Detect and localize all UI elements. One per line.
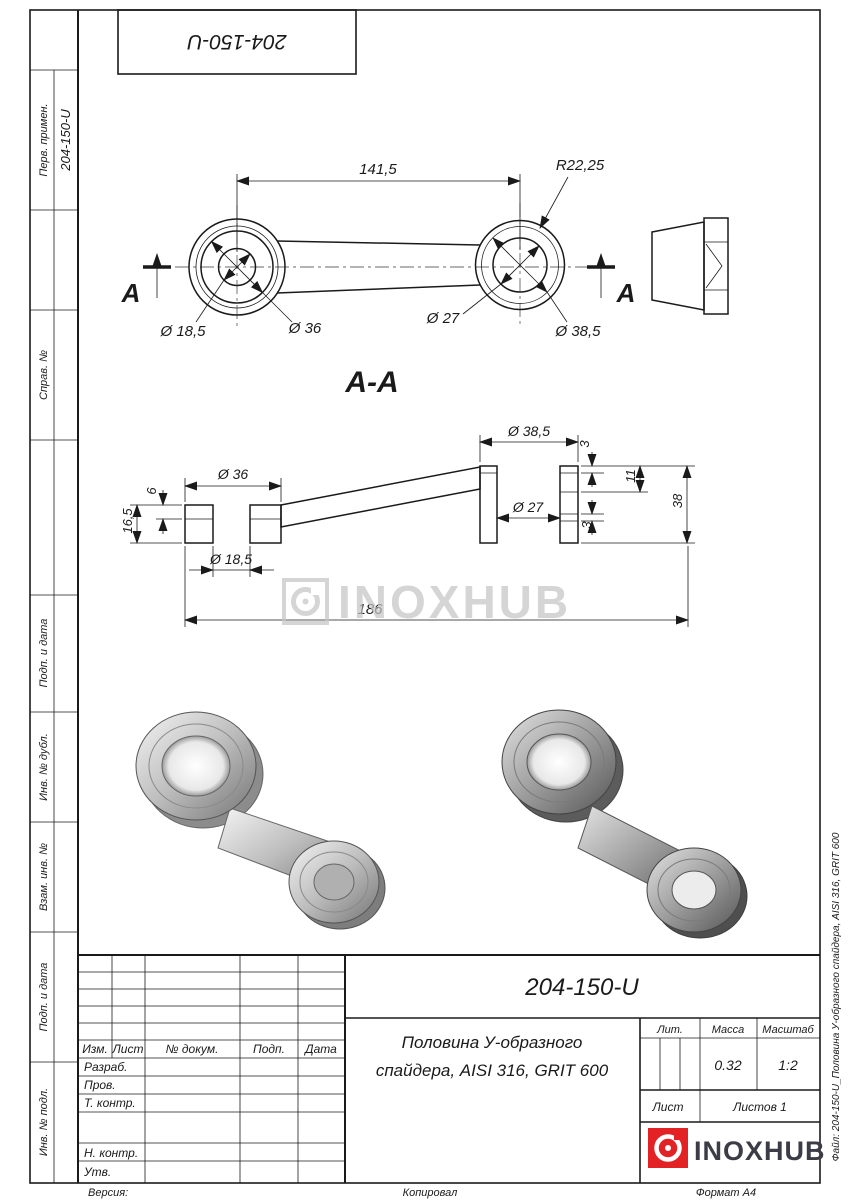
staff-prov: Пров. bbox=[84, 1078, 116, 1092]
file-name-vertical: Файл: 204-150-U_Половина У-образного спа… bbox=[830, 832, 842, 1161]
tb-scale-value: 1:2 bbox=[778, 1057, 798, 1073]
footer-copied: Копировал bbox=[403, 1187, 458, 1199]
dim-h38: 38 bbox=[670, 493, 685, 508]
dim-d385-plan: Ø 38,5 bbox=[554, 323, 601, 340]
label-podp-data-2: Подп. и дата bbox=[38, 963, 50, 1032]
header-doc: № докум. bbox=[166, 1042, 219, 1056]
label-inv-podl: Инв. № подл. bbox=[38, 1088, 50, 1156]
side-view bbox=[651, 217, 729, 315]
dim-d36-section: Ø 36 bbox=[217, 466, 249, 482]
tb-scale-label: Масштаб bbox=[762, 1024, 814, 1036]
footer-version: Версия: bbox=[88, 1187, 128, 1199]
dim-t3-bottom: 3 bbox=[579, 521, 594, 529]
section-title: А-А bbox=[344, 366, 398, 399]
label-inv-dubl: Инв. № дубл. bbox=[38, 733, 50, 801]
dim-radius: R22,25 bbox=[556, 157, 605, 174]
header-izm: Изм. bbox=[82, 1042, 108, 1056]
label-sprav-no: Справ. № bbox=[38, 350, 50, 400]
tb-mass-value: 0.32 bbox=[714, 1057, 741, 1073]
dim-d185-plan: Ø 18,5 bbox=[159, 323, 206, 340]
tb-sheets-label: Листов 1 bbox=[732, 1100, 787, 1114]
dim-d185-section: Ø 18,5 bbox=[209, 551, 252, 567]
section-view: Ø 36 6 16,5 Ø 38,5 3 11 38 Ø 27 bbox=[120, 423, 695, 627]
plan-view: 141,5 R22,25 А А Ø 18,5 Ø 36 Ø 27 Ø 38,5 bbox=[121, 157, 636, 340]
render-left bbox=[135, 711, 386, 930]
margin-labels: Перв. примен. 204-150-U Справ. № Подп. и… bbox=[38, 103, 73, 1156]
tb-mass-label: Масса bbox=[712, 1024, 745, 1036]
dim-h11: 11 bbox=[623, 469, 638, 483]
dim-d36-plan: Ø 36 bbox=[288, 320, 322, 337]
footer-format: Формат A4 bbox=[696, 1187, 756, 1199]
staff-nkontr: Н. контр. bbox=[84, 1146, 138, 1160]
footer: Версия: Копировал Формат A4 bbox=[88, 1187, 756, 1199]
title-block: Изм. Лист № докум. Подп. Дата Разраб. Пр… bbox=[78, 954, 826, 1183]
label-podp-data-1: Подп. и дата bbox=[38, 619, 50, 688]
dim-d385-section: Ø 38,5 bbox=[507, 423, 550, 439]
tb-title-line1: Половина У-образного bbox=[402, 1033, 583, 1052]
header-podp: Подп. bbox=[253, 1042, 285, 1056]
dim-t3-top: 3 bbox=[577, 440, 592, 448]
arm-section bbox=[280, 466, 481, 528]
staff-utv: Утв. bbox=[83, 1165, 111, 1179]
sheet-frame bbox=[29, 9, 821, 1184]
tb-sheet-label: Лист bbox=[652, 1100, 684, 1114]
render-right bbox=[501, 709, 748, 939]
dim-t6: 6 bbox=[144, 487, 159, 495]
dim-d27-plan: Ø 27 bbox=[426, 310, 460, 327]
staff-tkontr: Т. контр. bbox=[84, 1096, 136, 1110]
inoxhub-logo-text: INOXHUB bbox=[694, 1136, 826, 1166]
top-designation-text: 204-150-U bbox=[187, 30, 288, 53]
section-letter-left: А bbox=[121, 278, 141, 308]
tb-designation: 204-150-U bbox=[524, 974, 639, 1001]
watermark-logo-icon bbox=[282, 578, 329, 625]
dim-d27-section: Ø 27 bbox=[512, 499, 545, 515]
tb-lit-label: Лит. bbox=[656, 1024, 683, 1036]
header-list: Лист bbox=[112, 1042, 144, 1056]
section-letter-right: А bbox=[616, 278, 636, 308]
dim-length: 141,5 bbox=[359, 161, 397, 178]
label-vzam-inv: Взам. инв. № bbox=[38, 843, 50, 911]
inoxhub-logo-icon bbox=[648, 1128, 688, 1168]
label-perv-primen: Перв. примен. bbox=[38, 103, 50, 176]
top-designation-box: 204-150-U bbox=[117, 9, 357, 75]
watermark: INOXHUB bbox=[282, 576, 571, 628]
value-perv-primen: 204-150-U bbox=[58, 109, 73, 172]
watermark-text: INOXHUB bbox=[338, 576, 571, 628]
tb-title-line2: спайдера, AISI 316, GRIT 600 bbox=[376, 1061, 609, 1080]
dim-h165: 16,5 bbox=[120, 508, 135, 534]
header-data: Дата bbox=[303, 1042, 337, 1056]
dim-total-length: 186 bbox=[357, 601, 383, 618]
staff-razrab: Разраб. bbox=[84, 1060, 127, 1074]
